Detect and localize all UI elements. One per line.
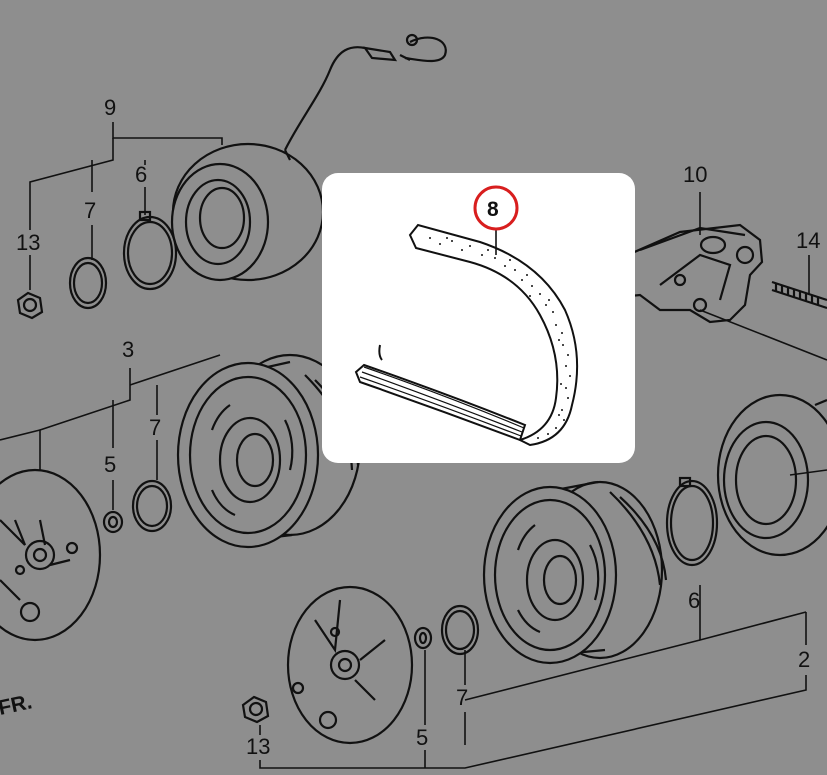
snap-ring-upper (122, 210, 178, 291)
snap-ring-middle (131, 479, 173, 533)
callout-13-lower: 13 (246, 734, 270, 759)
leaders-lower-right (259, 469, 827, 769)
snap-ring-lower (440, 604, 480, 656)
callout-8: 8 (487, 198, 499, 221)
clutch-plate-left (0, 468, 102, 642)
clutch-plate-lower (286, 585, 414, 745)
stud-bolt (771, 280, 827, 310)
callout-5-middle: 5 (104, 452, 116, 477)
callout-3: 3 (122, 337, 134, 362)
callout-10: 10 (683, 162, 707, 187)
callout-9: 9 (104, 95, 116, 120)
leaders-middle-left (0, 354, 221, 510)
callout-7-middle: 7 (149, 415, 161, 440)
field-coil-assembly (170, 33, 447, 282)
callout-7-upper: 7 (84, 198, 96, 223)
belt-texture (429, 237, 571, 439)
front-marker-label: FR. (0, 690, 34, 720)
highlight-circle (473, 185, 519, 231)
callout-6-upper: 6 (135, 162, 147, 187)
callout-5-lower: 5 (416, 725, 428, 750)
pulley-lower (482, 480, 668, 665)
callout-14: 14 (796, 228, 820, 253)
shim-middle (102, 510, 124, 534)
field-coil-lower (716, 393, 827, 557)
leaders-upper-right (699, 192, 827, 361)
nut-upper (16, 291, 44, 320)
callout-7-lower: 7 (456, 685, 468, 710)
snap-ring-lower-right (665, 476, 719, 567)
front-direction-marker: FR. (0, 690, 34, 720)
nut-lower (241, 695, 270, 724)
callout-6-lower: 6 (688, 588, 700, 613)
shim-lower (413, 626, 433, 650)
callout-13-upper: 13 (16, 230, 40, 255)
callout-2: 2 (798, 647, 810, 672)
snap-ring-small-upper (68, 256, 108, 310)
leaders-upper-left (29, 122, 223, 290)
belt-highlight-panel (322, 173, 635, 463)
